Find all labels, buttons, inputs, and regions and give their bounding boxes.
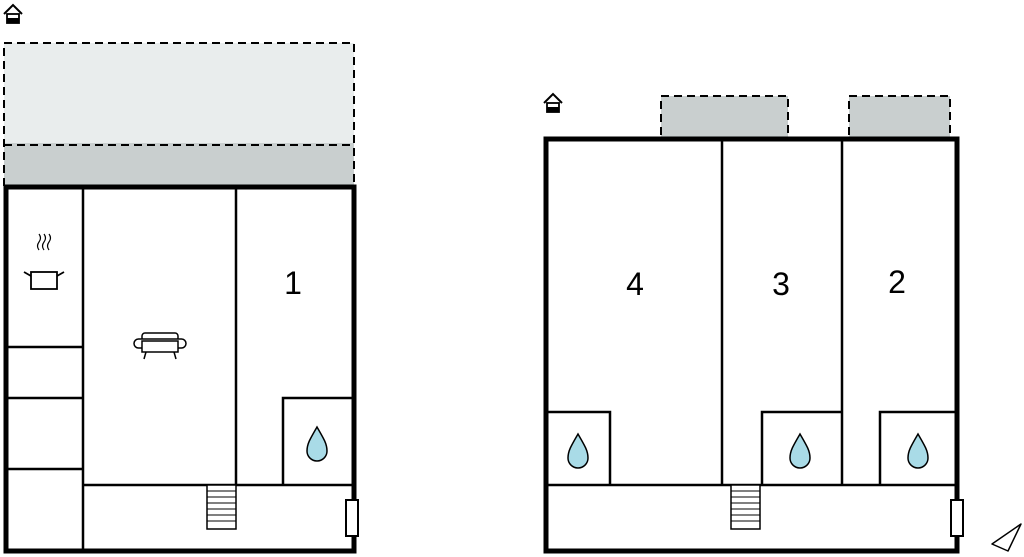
- upper-floor-plan: 4 3 2: [543, 92, 964, 554]
- sofa-icon: [133, 332, 187, 360]
- water-drop-icon: [789, 432, 811, 469]
- water-drop-icon: [567, 432, 589, 469]
- ground-floor-outer-wall: [3, 184, 357, 554]
- cooking-pot-icon: [23, 233, 65, 290]
- upper-floor-outer-wall: [543, 136, 960, 554]
- balcony-left: [660, 95, 789, 139]
- ground-floor-interior-walls: [6, 187, 354, 551]
- room-number-3: 3: [772, 266, 790, 302]
- north-arrow-icon: [991, 523, 1022, 552]
- terrace-outdoor-area: [4, 43, 354, 143]
- room-number-1: 1: [284, 265, 302, 301]
- stairs-icon: [730, 484, 761, 530]
- balcony-right: [848, 95, 951, 139]
- house-icon: [543, 92, 563, 113]
- stairs-icon: [206, 484, 237, 530]
- ground-floor-plan: 1: [3, 3, 359, 554]
- room-number-4: 4: [626, 266, 644, 302]
- water-drop-icon: [907, 432, 929, 469]
- house-icon: [3, 3, 23, 24]
- door-icon: [950, 499, 964, 537]
- room-number-2: 2: [888, 264, 906, 300]
- covered-terrace: [4, 143, 354, 187]
- door-icon: [345, 499, 359, 537]
- upper-floor-interior-walls: [546, 139, 957, 487]
- water-drop-icon: [306, 425, 328, 462]
